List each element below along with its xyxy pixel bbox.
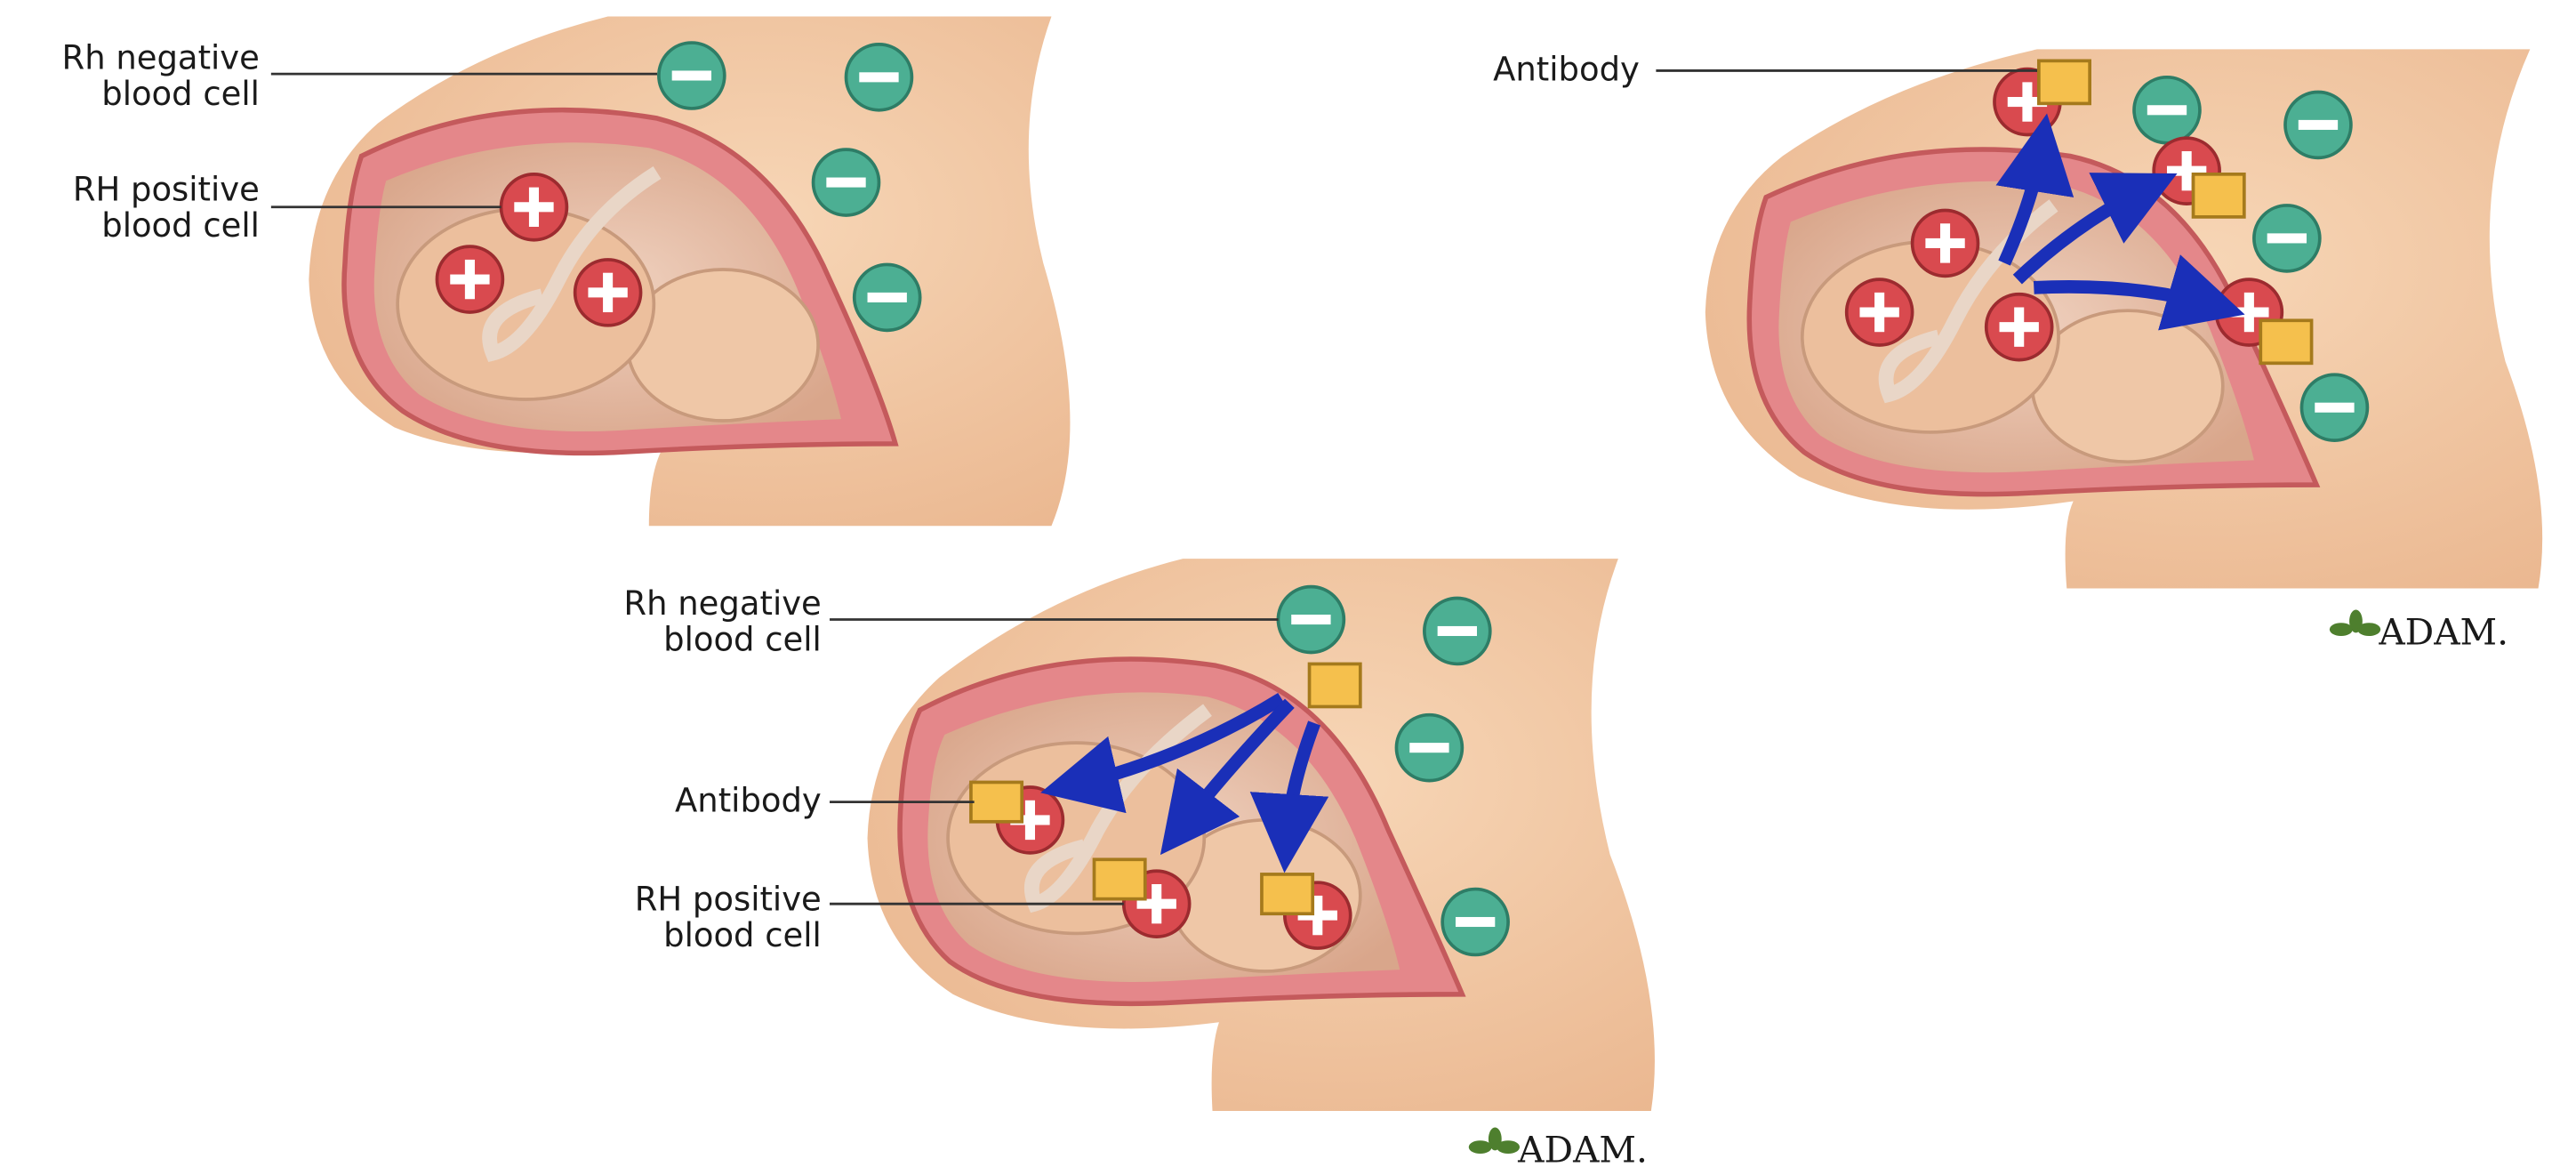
panel-3: Rh negative blood cell Antibody RH posit… [623,559,1655,1171]
negative-cell [852,262,922,333]
adam-logo: ADAM. [1468,1127,1648,1171]
antibody [1092,857,1147,901]
positive-cell [1984,292,2054,362]
leaf-icon [2329,609,2381,637]
antibody [2037,59,2091,106]
leaf-icon [1468,1127,1521,1155]
negative-cell [1276,584,1346,655]
adam-logo-text: ADAM. [1517,1128,1648,1168]
negative-cell [2299,373,2370,443]
arrow [1249,720,1329,873]
antibody-label: Antibody [1493,51,1640,89]
fetus-head [2030,309,2225,464]
umbilical-cord [482,165,662,363]
negative-cell [657,41,726,110]
adam-logo: ADAM. [2329,609,2508,653]
negative-cell [811,148,881,217]
antibody [1307,662,1362,709]
antibody [2259,318,2314,366]
positive-cell [499,172,569,242]
rh-negative-label-line2: blood cell [101,75,260,113]
negative-cell [844,43,914,112]
arrow [2012,173,2178,285]
antibody [969,780,1024,824]
antibody-label: Antibody [675,782,822,820]
rh-positive-label-line1: RH positive [73,170,260,208]
adam-logo-text: ADAM. [2378,610,2508,653]
arrow [1995,113,2074,266]
rh-positive-label-line2: blood cell [663,916,822,954]
negative-cell [1440,887,1510,957]
panel-1: Rh negative blood cell RH positive blood… [62,16,1071,527]
positive-cell [435,245,505,314]
rh-positive-label-line1: RH positive [635,881,822,919]
antibody [2191,172,2246,219]
rh-positive-label-line2: blood cell [101,206,260,245]
arrow [1160,698,1295,856]
antibody [1260,873,1315,916]
rh-negative-label-line1: Rh negative [62,39,260,77]
rh-negative-label-line1: Rh negative [623,584,821,623]
positive-cell [573,258,643,327]
rh-negative-label-line2: blood cell [663,621,822,659]
arrow [1040,692,1286,814]
negative-cell [1394,712,1465,783]
negative-cell [2283,90,2353,160]
negative-cell [2132,75,2202,145]
positive-cell [1844,278,1914,347]
arrow [2033,254,2245,331]
negative-cell [1423,596,1492,666]
fetus-head [625,268,820,423]
panel-2: Antibody ADAM. [1493,49,2543,653]
positive-cell [1910,208,1980,278]
negative-cell [2252,204,2322,273]
